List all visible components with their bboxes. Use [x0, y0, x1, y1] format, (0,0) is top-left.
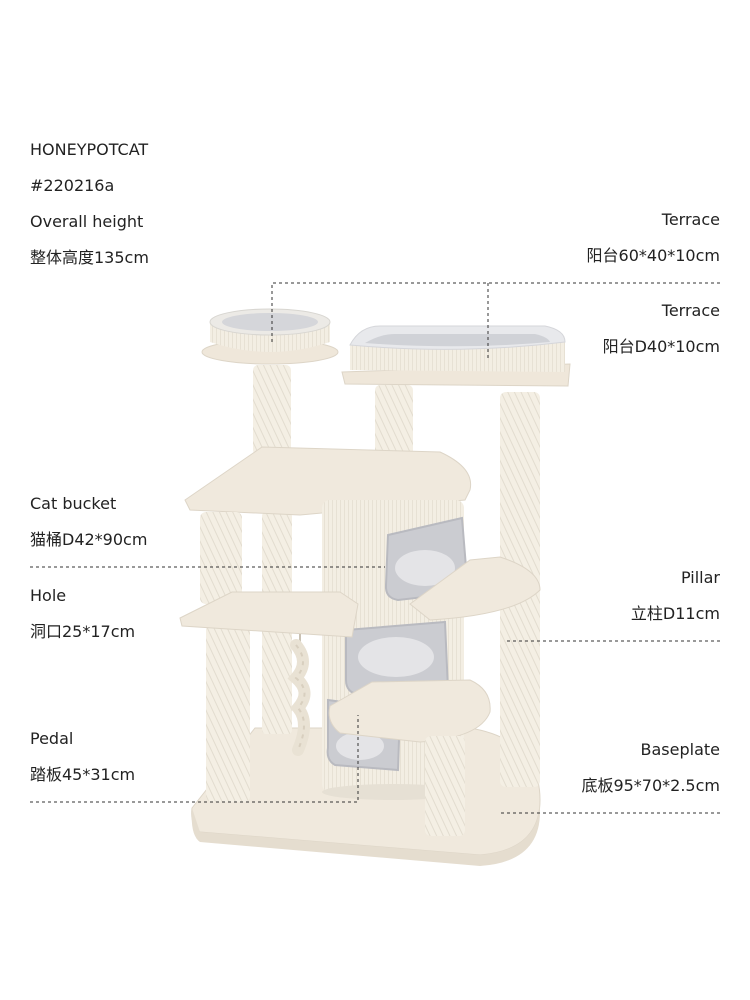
- baseplate-value: 底板95*70*2.5cm: [581, 776, 720, 795]
- rope-toy: [287, 634, 311, 756]
- side-step: [409, 556, 541, 621]
- pedal-value: 踏板45*31cm: [30, 765, 136, 784]
- pedal: [328, 679, 491, 743]
- terrace-small-label: Terrace: [661, 301, 720, 320]
- hole-value: 洞口25*17cm: [30, 622, 136, 641]
- pillar: [200, 512, 242, 604]
- terrace-large-value: 阳台60*40*10cm: [586, 246, 720, 265]
- pillar: [206, 624, 250, 802]
- middle-platform: [179, 591, 359, 638]
- pillar: [425, 736, 465, 836]
- model-number: #220216a: [30, 176, 115, 195]
- pedal-label: Pedal: [30, 729, 74, 748]
- leader-lines: [30, 282, 720, 814]
- overall-height-label: Overall height: [30, 212, 144, 231]
- baseplate-label: Baseplate: [640, 740, 720, 759]
- cat-bucket-value: 猫桶D42*90cm: [30, 530, 148, 549]
- terrace-small: [201, 308, 339, 365]
- pillar: [500, 610, 540, 786]
- pillar-label: Pillar: [680, 568, 720, 587]
- terrace-large-label: Terrace: [661, 210, 720, 229]
- brand-name: HONEYPOTCAT: [30, 140, 149, 159]
- pillar-value: 立柱D11cm: [630, 604, 720, 623]
- cat-bucket-label: Cat bucket: [30, 494, 117, 513]
- terrace-small-value: 阳台D40*10cm: [602, 337, 720, 356]
- overall-height-value: 整体高度135cm: [30, 248, 149, 267]
- hole-label: Hole: [30, 586, 67, 605]
- leader-pedal: [30, 715, 359, 803]
- pillar: [253, 365, 291, 455]
- terrace-large: [341, 325, 571, 387]
